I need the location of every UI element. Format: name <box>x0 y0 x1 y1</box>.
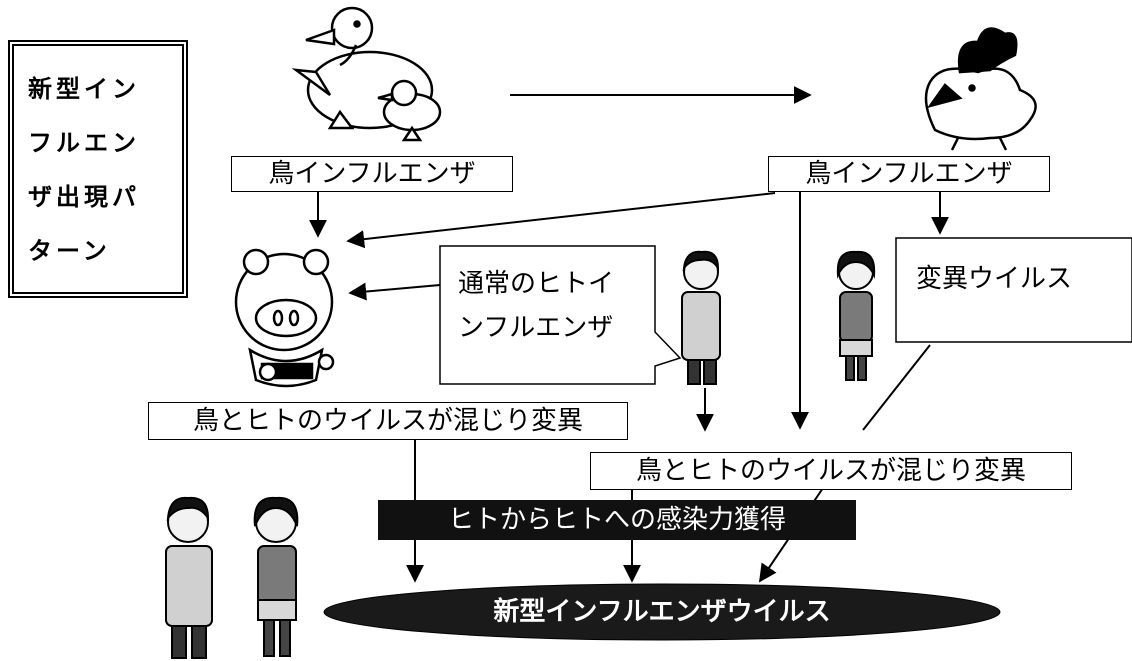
human-to-human-label: ヒトからヒトへの感染力獲得 <box>447 505 786 535</box>
woman-illustration-bottom <box>253 496 299 657</box>
mix-label-left: 鳥とヒトのウイルスが混じり変異 <box>148 402 628 440</box>
bird-flu-label-right: 鳥インフルエンザ <box>768 156 1050 192</box>
duck-illustration <box>291 6 442 142</box>
mutant-virus-callout <box>895 237 1132 343</box>
woman-illustration-middle <box>836 250 876 381</box>
pig-illustration <box>234 248 335 388</box>
human-flu-callout <box>439 245 682 385</box>
bird-flu-label-left: 鳥インフルエンザ <box>231 156 513 192</box>
rooster-illustration <box>924 27 1037 151</box>
diagram-title: 新型イン フルエン ザ出現パ ターン <box>28 75 140 265</box>
new-flu-ellipse <box>323 583 1001 641</box>
mutant-virus-label: 変異ウイルス <box>916 264 1073 294</box>
human-to-human-bar <box>378 500 856 540</box>
title-frame <box>8 40 188 298</box>
human-flu-label: 通常のヒトイ ンフルエンザ <box>458 269 615 343</box>
man-illustration-bottom <box>165 496 213 659</box>
mix-label-right: 鳥とヒトのウイルスが混じり変異 <box>590 452 1072 490</box>
new-flu-label: 新型インフルエンザウイルス <box>493 597 831 627</box>
man-illustration-middle <box>681 250 721 385</box>
